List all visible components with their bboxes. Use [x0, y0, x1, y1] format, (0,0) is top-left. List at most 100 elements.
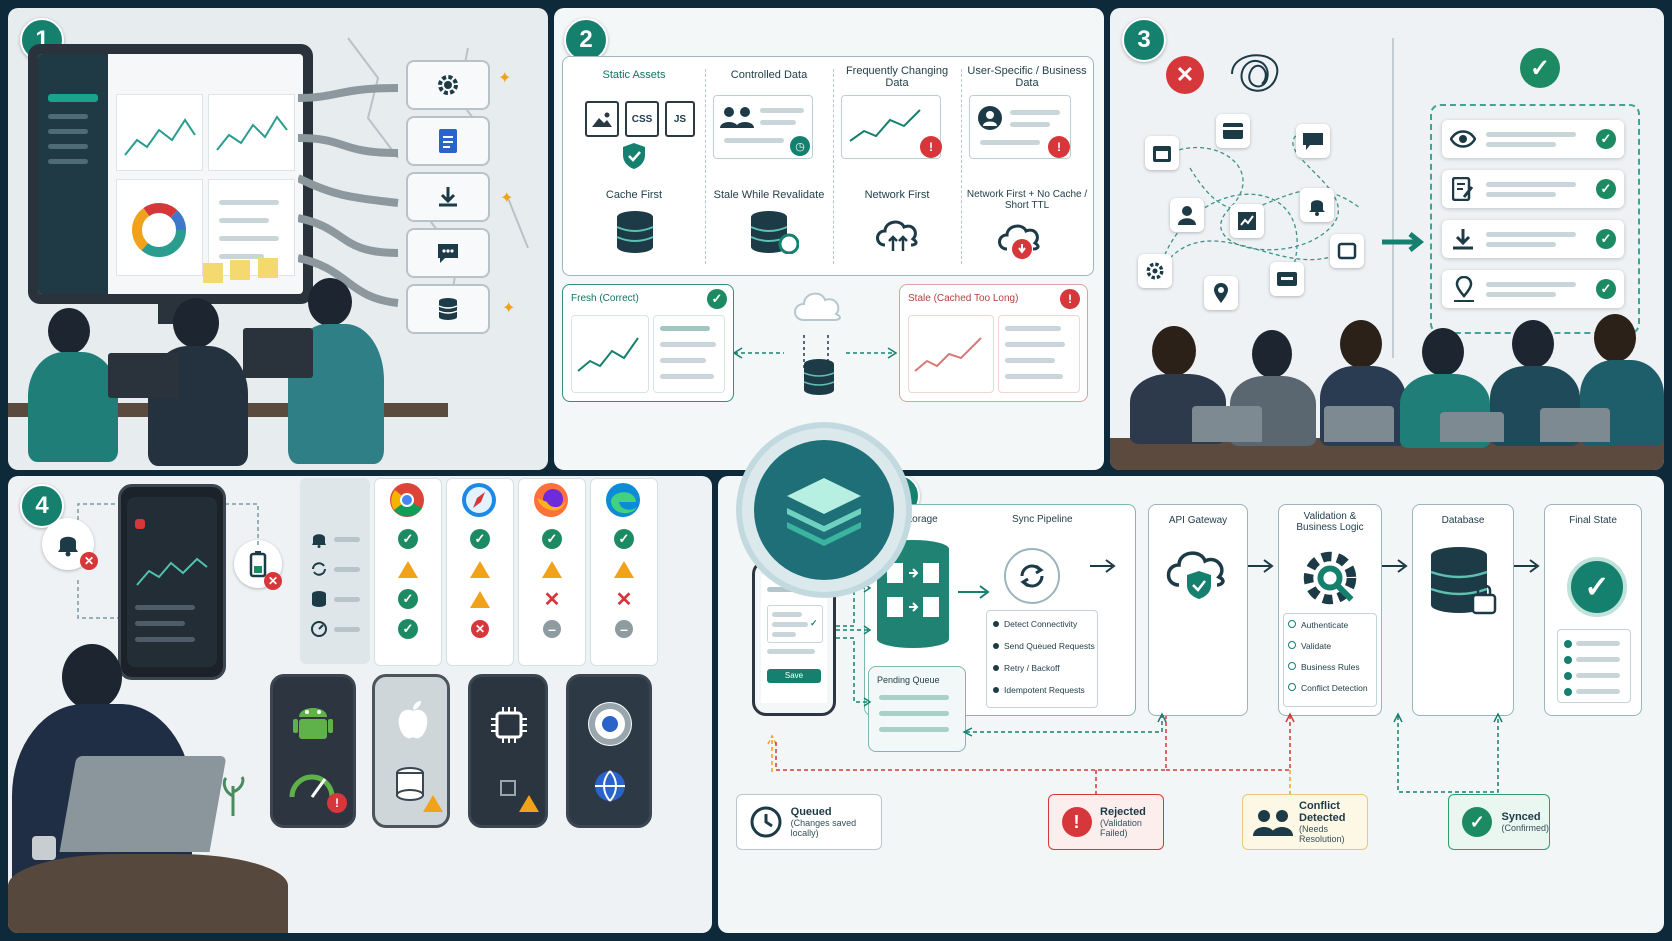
- donut-card: [116, 179, 203, 276]
- status-title: Conflict Detected: [1299, 800, 1346, 824]
- globe-icon: [591, 767, 629, 805]
- eye-icon: [1450, 130, 1476, 148]
- sync-step: Idempotent Requests: [993, 685, 1085, 695]
- safari-icon: [461, 482, 497, 518]
- spark-icon: ✦: [502, 300, 516, 317]
- desk: [8, 854, 288, 933]
- database-refresh-icon: [749, 209, 799, 255]
- warning-icon: [519, 795, 539, 812]
- status-title: Queued: [790, 806, 832, 818]
- laptop: [1440, 412, 1504, 442]
- fresh-label: Fresh (Correct): [571, 293, 639, 304]
- user-avatar-icon: [978, 106, 1002, 130]
- local-storage-label: Local Storage: [876, 514, 938, 525]
- check-circle-icon: ✓: [707, 289, 727, 309]
- database-icon: [393, 765, 427, 805]
- sync-icon: [308, 558, 330, 580]
- status-card-synced: ✓Synced(Confirmed): [1448, 794, 1550, 850]
- warning-icon: [397, 558, 419, 580]
- panel-1-overloaded-dashboard: 1: [8, 8, 548, 470]
- database-icon: [802, 358, 836, 398]
- phone-to-storage-arrows: [836, 583, 872, 707]
- arrow-right-icon: [958, 585, 990, 599]
- column-header: Static Assets: [602, 69, 666, 81]
- chip-icon: [493, 773, 523, 803]
- pending-queue-label: Pending Queue: [877, 675, 940, 685]
- layers-logo: [742, 428, 906, 592]
- document-service-box: [406, 116, 490, 166]
- stale-label: Stale (Cached Too Long): [908, 293, 1019, 304]
- check-circle-icon: ✓: [397, 528, 419, 550]
- sync-step-label: Retry / Backoff: [1004, 663, 1060, 673]
- check-circle-icon: ✓: [1596, 129, 1616, 149]
- dashboard-screen: [38, 54, 303, 294]
- sync-step-label: Detect Connectivity: [1004, 619, 1078, 629]
- clock-icon: ◷: [790, 136, 810, 156]
- status-title: Synced: [1501, 811, 1541, 823]
- bell-icon: [1300, 188, 1334, 222]
- strategies-card: Static Assets CSS JS Cache First Control…: [562, 56, 1094, 276]
- status-card-queued: Queued(Changes saved locally): [736, 794, 882, 850]
- bell-icon: [42, 518, 94, 570]
- panel-2-caching-strategies: 2 Static Assets CSS JS Cache First Contr…: [554, 8, 1104, 470]
- dashed-connectors: [77, 503, 259, 619]
- cloud-upload-icon: [873, 213, 923, 253]
- storage-icon: [308, 588, 330, 610]
- alert-icon: !: [327, 793, 347, 813]
- ios-phone: [372, 674, 450, 828]
- validation-step: Validate: [1288, 641, 1331, 651]
- final-state-card: Final State ✓: [1544, 504, 1642, 716]
- validation-card: Validation & Business Logic Authenticate…: [1278, 504, 1382, 716]
- check-circle-icon: ✓: [1596, 229, 1616, 249]
- tangled-pipes: [298, 84, 399, 307]
- validation-step-label: Validate: [1301, 641, 1332, 651]
- check-circle-icon: ✓: [1459, 807, 1495, 837]
- strategy-label: Network First + No Cache / Short TTL: [966, 189, 1088, 211]
- spark-icon: ✦: [498, 70, 512, 87]
- organized-features-box: ✓ ✓ ✓ ✓: [1430, 104, 1640, 334]
- layers-icon: [787, 478, 861, 546]
- users-icon: [1253, 808, 1293, 836]
- tablet-icon: [1330, 234, 1364, 268]
- card-icon: [1216, 114, 1250, 148]
- calendar-icon: [1145, 136, 1179, 170]
- feature-row: ✓: [1442, 270, 1624, 308]
- arrow-right-icon: [1382, 559, 1408, 573]
- sync-step: Retry / Backoff: [993, 663, 1060, 673]
- messy-network: [1159, 127, 1361, 279]
- generic-phone: [468, 674, 548, 828]
- mini-chart: [571, 315, 649, 393]
- laptop: [1192, 406, 1262, 442]
- error-x-icon: ✕: [264, 572, 282, 590]
- check-circle-icon: ✓: [469, 528, 491, 550]
- arrow-right-icon: [1514, 559, 1540, 573]
- validation-step-label: Authenticate: [1301, 620, 1349, 630]
- sync-step-label: Send Queued Requests: [1004, 641, 1095, 651]
- list-card: [208, 179, 295, 276]
- bell-icon: [308, 528, 330, 550]
- feature-row: ✓: [1442, 220, 1624, 258]
- database-icon: [438, 298, 458, 320]
- laptop: [1324, 406, 1394, 442]
- sticky-note: [258, 258, 278, 278]
- error-x-icon: ✕: [80, 552, 98, 570]
- success-check-icon: ✓: [1567, 557, 1627, 617]
- user-icon: [1170, 198, 1204, 232]
- cloud-shield-icon: [1163, 545, 1233, 605]
- check-circle-icon: ✓: [1596, 279, 1616, 299]
- css-file-icon: CSS: [625, 101, 659, 137]
- api-gateway-label: API Gateway: [1168, 515, 1228, 526]
- warning-icon: [469, 558, 491, 580]
- validation-step-label: Conflict Detection: [1301, 683, 1368, 693]
- save-button[interactable]: Save: [767, 669, 821, 683]
- chart-card: [116, 94, 203, 171]
- gear-icon: [1138, 254, 1172, 288]
- laptop: [108, 353, 178, 398]
- gear-wrench-icon: [1297, 545, 1363, 611]
- status-subtitle: (Needs Resolution): [1299, 824, 1345, 844]
- settings-service-box: [406, 60, 490, 110]
- alert-icon: !: [1048, 136, 1070, 158]
